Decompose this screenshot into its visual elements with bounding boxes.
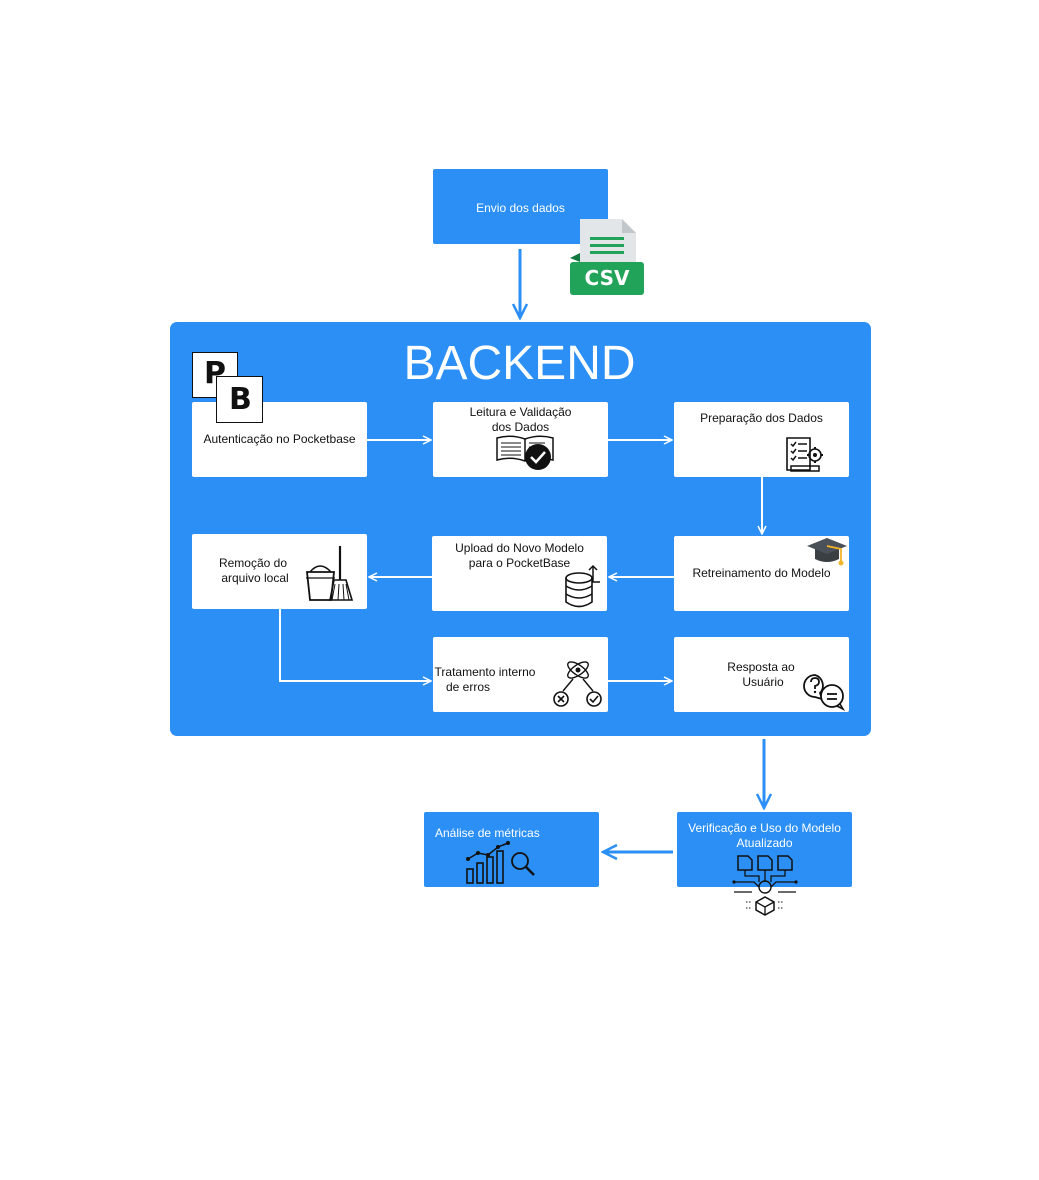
- question-chat-icon: [802, 673, 846, 711]
- pocketbase-logo-b: B: [229, 382, 252, 417]
- decision-tree-icon: [551, 657, 607, 711]
- remocao-label-line1: Remoção do: [218, 556, 288, 570]
- bucket-broom-icon: [304, 544, 354, 602]
- resposta-label-line1: Resposta ao: [727, 660, 795, 674]
- checklist-gear-icon: [784, 436, 826, 474]
- remocao-label-line2: arquivo local: [221, 571, 289, 585]
- preparacao-label: Preparação dos Dados: [700, 411, 823, 425]
- verificacao-node: Verificação e Uso do Modelo Atualizado: [677, 812, 852, 887]
- upload-node: Upload do Novo Modelo para o PocketBase: [432, 536, 607, 611]
- book-check-icon: [495, 434, 555, 472]
- tratamento-label-line2: de erros: [445, 680, 491, 694]
- autenticacao-label: Autenticação no Pocketbase: [203, 432, 356, 446]
- leitura-label-line1: Leitura e Validação: [469, 405, 572, 419]
- backend-title: BACKEND: [403, 337, 636, 390]
- resposta-node: Resposta ao Usuário: [674, 637, 849, 712]
- graduation-cap-icon: [807, 537, 847, 569]
- verificacao-label-line1: Verificação e Uso do Modelo: [688, 821, 841, 835]
- upload-label-line2: para o PocketBase: [468, 556, 571, 570]
- leitura-label-line2: dos Dados: [491, 420, 550, 434]
- envio-dos-dados-node: Envio dos dados: [433, 169, 608, 244]
- upload-label-line1: Upload do Novo Modelo: [455, 541, 584, 555]
- remocao-node: Remoção do arquivo local: [192, 534, 367, 609]
- analytics-chart-icon: [464, 839, 538, 885]
- analise-metricas-node: Análise de métricas: [424, 812, 599, 887]
- analise-label: Análise de métricas: [435, 826, 540, 840]
- retreinamento-node: Retreinamento do Modelo: [674, 536, 849, 611]
- csv-label: CSV: [584, 266, 630, 290]
- resposta-label-line2: Usuário: [742, 675, 784, 689]
- retreinamento-label: Retreinamento do Modelo: [692, 566, 831, 580]
- model-network-icon: [732, 852, 798, 916]
- envio-dos-dados-label: Envio dos dados: [476, 201, 565, 215]
- tratamento-erros-node: Tratamento interno de erros: [433, 637, 608, 712]
- verificacao-label-line2: Atualizado: [736, 836, 793, 850]
- leitura-validacao-node: Leitura e Validação dos Dados: [433, 402, 608, 477]
- csv-file-icon: CSV: [570, 218, 644, 296]
- preparacao-node: Preparação dos Dados: [674, 402, 849, 477]
- database-upload-icon: [562, 564, 604, 609]
- pocketbase-logo: P B: [191, 352, 265, 424]
- autenticacao-node: Autenticação no Pocketbase: [192, 402, 367, 477]
- tratamento-label-line1: Tratamento interno: [434, 665, 536, 679]
